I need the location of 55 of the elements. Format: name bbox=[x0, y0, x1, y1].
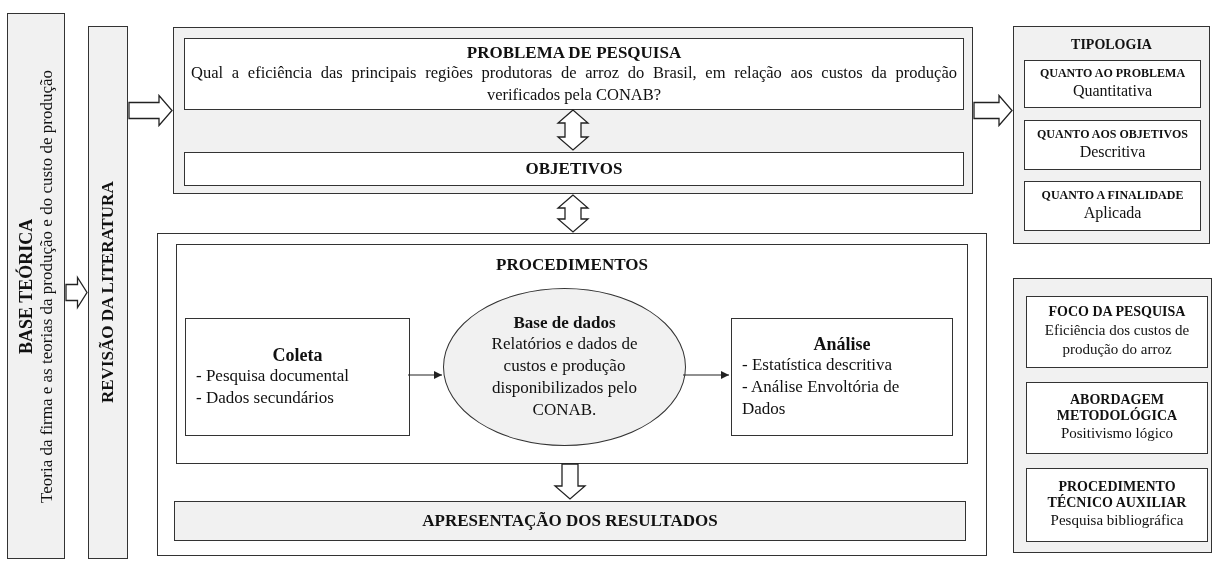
content-box bbox=[1026, 382, 1208, 454]
content-box bbox=[176, 244, 968, 464]
block-arrow bbox=[973, 93, 1013, 128]
box-text: - Análise Envoltória de Dados bbox=[741, 376, 901, 421]
box-text: Quantitativa bbox=[1071, 80, 1154, 101]
box-heading: PROCEDIMENTOS bbox=[495, 255, 649, 275]
content-box bbox=[185, 318, 410, 436]
group-box bbox=[157, 233, 987, 556]
content-box bbox=[1024, 181, 1201, 231]
box-text: Positivismo lógico bbox=[1059, 424, 1175, 444]
vertical-panel bbox=[7, 13, 65, 559]
box-heading: QUANTO AO PROBLEMA bbox=[1038, 66, 1187, 81]
box-heading: FOCO DA PESQUISA bbox=[1047, 304, 1187, 321]
content-box bbox=[184, 152, 964, 186]
content-box bbox=[184, 38, 964, 110]
arrow bbox=[682, 371, 730, 379]
vertical-text: Teoria da firma e as teorias da produção e do custo de produção bbox=[36, 69, 57, 503]
block-arrow bbox=[553, 463, 587, 500]
box-text: Aplicada bbox=[1082, 202, 1143, 224]
box-text: - Pesquisa documental bbox=[195, 365, 350, 388]
block-arrow bbox=[128, 93, 173, 128]
content-box bbox=[1026, 296, 1208, 368]
box-heading: Base de dados bbox=[512, 313, 617, 333]
arrow bbox=[407, 371, 443, 379]
box-text: Descritiva bbox=[1078, 141, 1147, 162]
box-heading: OBJETIVOS bbox=[524, 159, 624, 179]
box-heading: APRESENTAÇÃO DOS RESULTADOS bbox=[421, 511, 719, 531]
block-arrow bbox=[556, 194, 590, 233]
box-heading: PROCEDIMENTO TÉCNICO AUXILIAR bbox=[1046, 479, 1188, 512]
vertical-panel bbox=[88, 26, 128, 559]
box-heading: QUANTO AOS OBJETIVOS bbox=[1036, 127, 1189, 142]
block-arrow bbox=[65, 275, 88, 310]
box-heading: QUANTO A FINALIDADE bbox=[1040, 188, 1185, 203]
box-text: Eficiência dos custos de produção do arroz bbox=[1043, 320, 1191, 360]
box-heading: ABORDAGEM METODOLÓGICA bbox=[1055, 392, 1179, 425]
vertical-heading: REVISÃO DA LITERATURA bbox=[98, 181, 118, 404]
content-box bbox=[731, 318, 953, 436]
panel bbox=[174, 501, 966, 541]
panel bbox=[1013, 26, 1210, 244]
content-box bbox=[1026, 468, 1208, 542]
box-heading: Análise bbox=[812, 333, 872, 355]
group-box bbox=[1013, 278, 1212, 553]
box-heading: Coleta bbox=[271, 344, 324, 366]
vertical-heading: BASE TEÓRICA bbox=[15, 218, 37, 354]
content-box bbox=[1024, 120, 1201, 170]
box-text: Pesquisa bibliográfica bbox=[1049, 511, 1185, 531]
box-heading: TIPOLOGIA bbox=[1070, 37, 1153, 54]
box-text: - Dados secundários bbox=[195, 387, 335, 410]
box-text: Qual a eficiência das principais regiões produtoras de arroz do Brasil, em relação aos custos da produção verificados pela CONAB? bbox=[191, 62, 957, 106]
content-box bbox=[1024, 60, 1201, 108]
box-heading: PROBLEMA DE PESQUISA bbox=[465, 42, 683, 63]
group-box bbox=[173, 27, 973, 194]
block-arrow bbox=[556, 109, 590, 151]
box-text: Relatórios e dados de custos e produção disponibilizados pelo CONAB. bbox=[490, 332, 639, 421]
box-text: - Estatística descritiva bbox=[741, 354, 894, 377]
